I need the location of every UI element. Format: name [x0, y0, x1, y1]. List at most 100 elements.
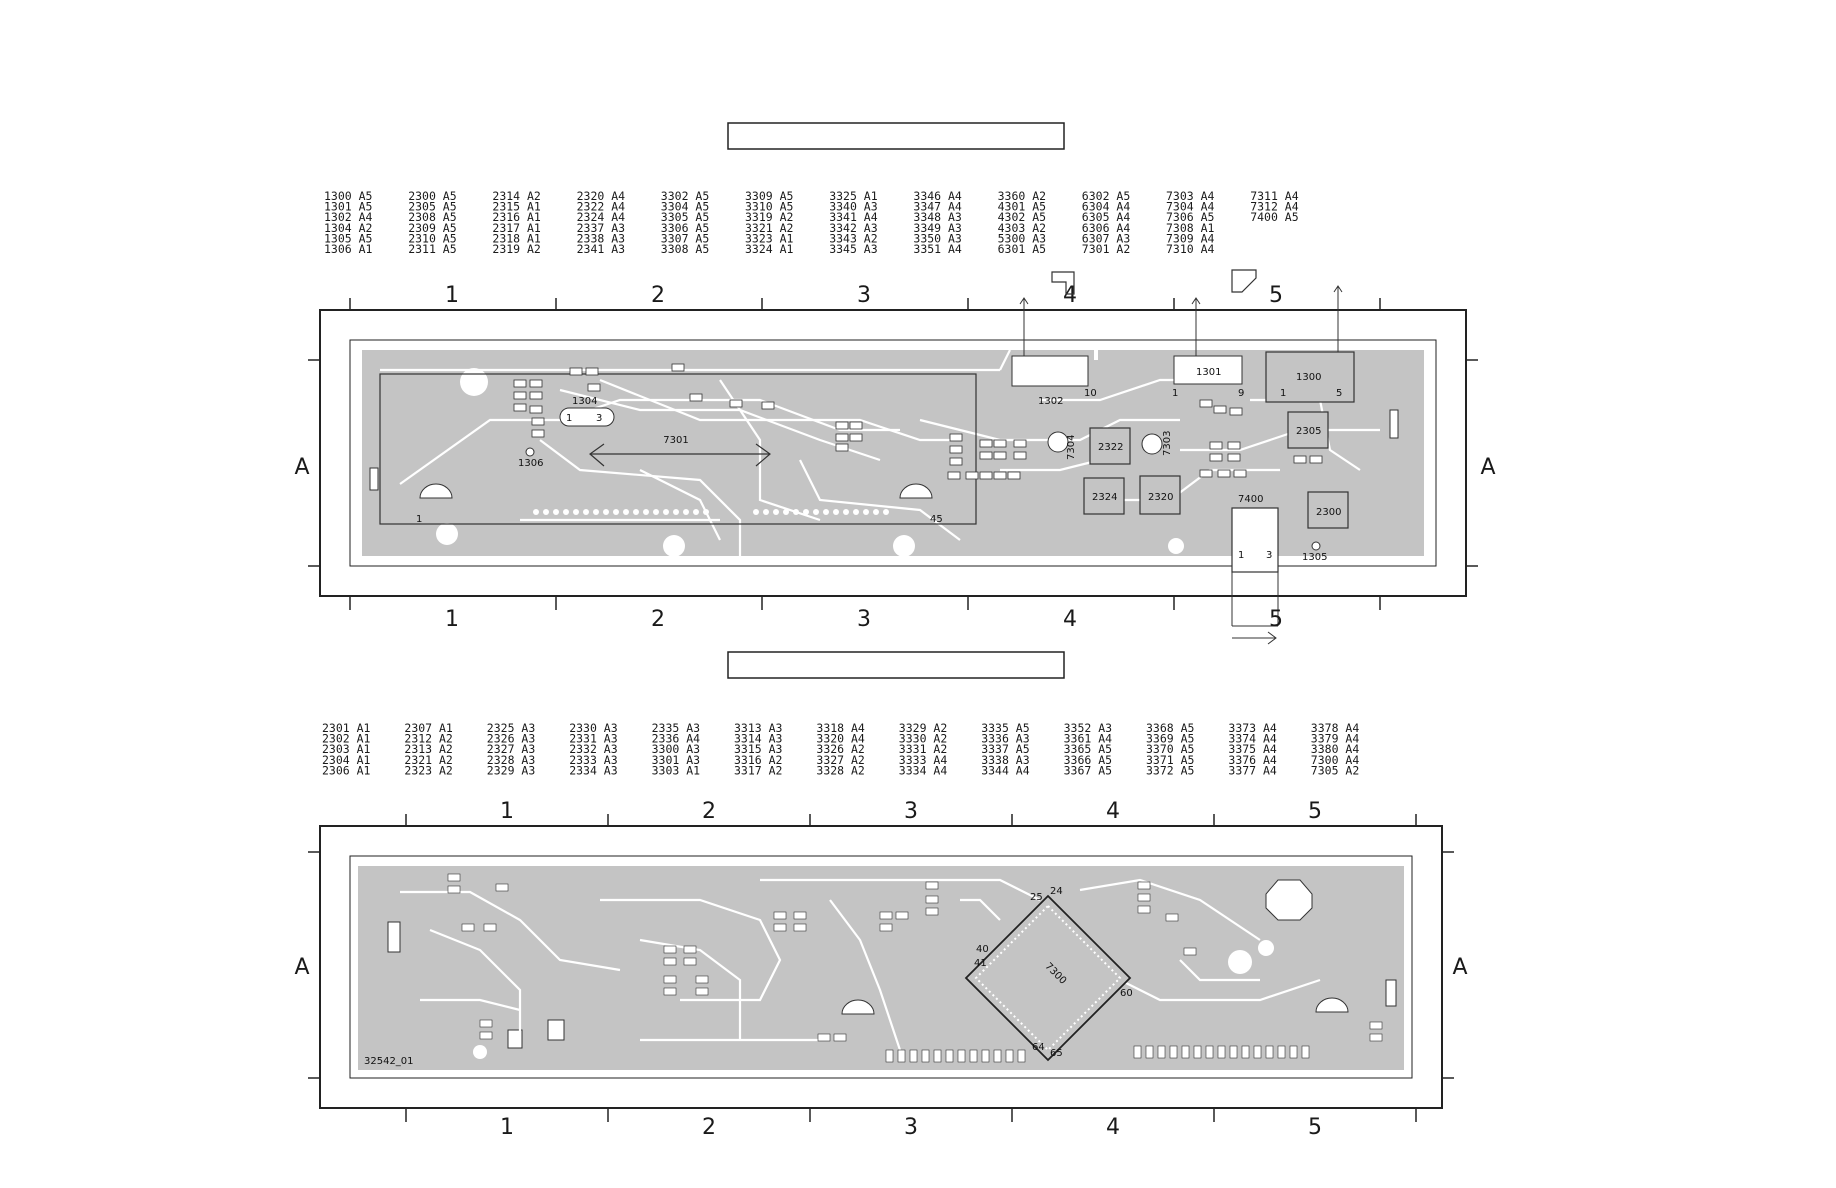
label-7400-pin1: 1: [1238, 550, 1244, 561]
top-part-entry: 1302 A4: [324, 210, 373, 224]
top-part-entry: 7301 A2: [1082, 242, 1130, 256]
bottom-part-entry: 3331 A2: [899, 742, 947, 756]
bottom-col-bottom-label-2: 2: [702, 1115, 716, 1140]
top-part-entry: 7310 A4: [1166, 242, 1215, 256]
bottom-part-entry: 3352 A3: [1064, 721, 1113, 735]
top-part-entry: 2309 A5: [408, 221, 456, 235]
top-part-entry: 3304 A5: [661, 200, 709, 214]
bottom-part-entry: 7300 A4: [1311, 753, 1360, 767]
marker-symbol-2: [1231, 269, 1257, 293]
top-col-bottom-label-4: 4: [1063, 607, 1077, 632]
label-1301: 1301: [1196, 367, 1221, 378]
bottom-part-entry: 3368 A5: [1146, 721, 1194, 735]
crystal-1304: [559, 407, 615, 427]
bottom-part-entry: 3301 A3: [652, 753, 701, 767]
bottom-part-entry: 3320 A4: [816, 732, 865, 746]
board-id: 32542_01: [364, 1056, 414, 1067]
bottom-grid-bottom: 1 2 3 4 5: [405, 1108, 1417, 1140]
top-part-entry: 6302 A5: [1082, 189, 1130, 203]
bottom-part-entry: 2331 A3: [569, 732, 618, 746]
top-part-entry: 3310 A5: [745, 200, 793, 214]
bottom-col-label-3: 3: [904, 799, 918, 824]
top-part-entry: 1300 A5: [324, 189, 372, 203]
label-ic-pin65: 65: [1050, 1048, 1063, 1059]
label-ic-pin60: 60: [1120, 988, 1133, 999]
bottom-part-entry: 3371 A5: [1146, 753, 1194, 767]
top-part-entry: 3351 A4: [913, 242, 962, 256]
top-part-entry: 3349 A3: [913, 221, 962, 235]
bottom-part-entry: 2329 A3: [487, 763, 536, 777]
bottom-col-bottom-label-4: 4: [1106, 1115, 1120, 1140]
label-7303: 7303: [1162, 431, 1173, 456]
label-1304: 1304: [572, 396, 597, 407]
bottom-part-entry: 2303 A1: [322, 742, 371, 756]
connector-1301: [1173, 355, 1243, 385]
bottom-view-title-box: [727, 651, 1065, 679]
bottom-part-entry: 3344 A4: [981, 763, 1030, 777]
bottom-part-entry: 3329 A2: [899, 721, 947, 735]
top-pad-row-left: [533, 509, 889, 515]
top-part-entry: 1305 A5: [324, 231, 372, 245]
regulator-7400: [1231, 507, 1279, 573]
top-part-entry: 2320 A4: [577, 189, 626, 203]
bottom-col-bottom-label-1: 1: [500, 1115, 514, 1140]
bottom-part-entry: 2312 A2: [404, 732, 452, 746]
top-part-entry: 4301 A5: [998, 200, 1046, 214]
bottom-part-entry: 3316 A2: [734, 753, 782, 767]
top-grid-bottom: 1 2 3 4 5: [349, 596, 1381, 632]
top-part-entry: 3308 A5: [661, 242, 709, 256]
top-part-entry: 3346 A4: [913, 189, 962, 203]
label-2322: 2322: [1098, 442, 1123, 453]
top-part-entry: 2314 A2: [492, 189, 540, 203]
bottom-col-label-2: 2: [702, 799, 716, 824]
label-1300-pin5: 5: [1336, 388, 1342, 399]
connector-1302: [1011, 355, 1089, 387]
bottom-part-entry: 3318 A4: [816, 721, 865, 735]
bottom-part-entry: 3378 A4: [1311, 721, 1360, 735]
top-grid-top: 1 2 3 4 5: [349, 283, 1381, 310]
top-board-frame: [319, 309, 1467, 597]
top-part-entry: 7303 A4: [1166, 189, 1215, 203]
top-part-entry: 1304 A2: [324, 221, 372, 235]
top-part-entry: 7311 A4: [1250, 189, 1299, 203]
top-part-entry: 3307 A5: [661, 231, 709, 245]
bottom-part-entry: 2330 A3: [569, 721, 618, 735]
bottom-part-entry: 2323 A2: [404, 763, 452, 777]
top-part-entry: 1306 A1: [324, 242, 373, 256]
bottom-part-entry: 3317 A2: [734, 763, 782, 777]
top-row-label-right: A: [1480, 455, 1495, 480]
label-2320: 2320: [1148, 492, 1173, 503]
top-part-entry: 6305 A4: [1082, 210, 1131, 224]
label-pin-1: 1: [416, 514, 422, 525]
top-view-title-box: [727, 122, 1065, 150]
bottom-part-entry: 2334 A3: [569, 763, 618, 777]
top-col-bottom-label-2: 2: [651, 607, 665, 632]
label-7400-pin3: 3: [1266, 550, 1272, 561]
top-part-entry: 3343 A2: [829, 231, 877, 245]
bottom-part-entry: 3303 A1: [652, 763, 701, 777]
bottom-part-entry: 3373 A4: [1228, 721, 1277, 735]
bottom-board-inner: [349, 855, 1413, 1079]
label-7400: 7400: [1238, 494, 1263, 505]
cap-2305: [1287, 411, 1329, 449]
label-2324: 2324: [1092, 492, 1117, 503]
bottom-part-entry: 3337 A5: [981, 742, 1029, 756]
bottom-part-entry: 3300 A3: [652, 742, 701, 756]
top-part-entry: 3324 A1: [745, 242, 794, 256]
label-1300: 1300: [1296, 372, 1321, 383]
top-part-entry: 3321 A2: [745, 221, 793, 235]
cap-2322: [1089, 427, 1131, 465]
bottom-col-label-1: 1: [500, 799, 514, 824]
top-part-entry: 2338 A3: [577, 231, 626, 245]
bottom-part-entry: 2304 A1: [322, 753, 371, 767]
top-part-entry: 3340 A3: [829, 200, 878, 214]
top-part-entry: 3306 A5: [661, 221, 709, 235]
bottom-col-label-5: 5: [1308, 799, 1322, 824]
label-1302: 1302: [1038, 396, 1063, 407]
top-part-entry: 2317 A1: [492, 221, 541, 235]
top-part-entry: 2315 A1: [492, 200, 541, 214]
top-part-entry: 2324 A4: [577, 210, 626, 224]
top-part-entry: 5300 A3: [998, 231, 1047, 245]
